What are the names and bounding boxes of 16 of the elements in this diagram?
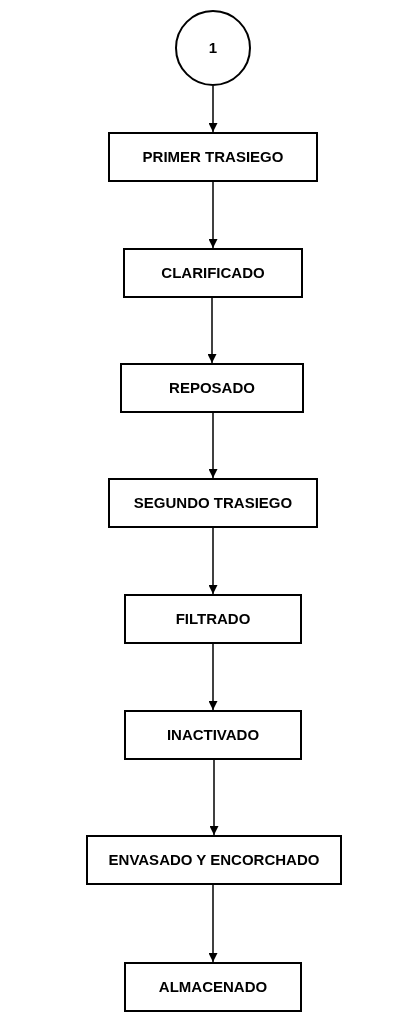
arrow — [207, 297, 217, 364]
arrow — [208, 181, 218, 249]
process-box: ENVASADO Y ENCORCHADO — [86, 835, 342, 885]
process-box: CLARIFICADO — [123, 248, 303, 298]
arrow — [208, 884, 218, 963]
process-box: SEGUNDO TRASIEGO — [108, 478, 318, 528]
process-box: INACTIVADO — [124, 710, 302, 760]
arrow — [209, 759, 219, 836]
process-box: PRIMER TRASIEGO — [108, 132, 318, 182]
process-box: FILTRADO — [124, 594, 302, 644]
arrow — [208, 412, 218, 479]
arrow — [208, 527, 218, 595]
arrow — [208, 85, 218, 133]
arrow — [208, 643, 218, 711]
process-box: ALMACENADO — [124, 962, 302, 1012]
process-box: REPOSADO — [120, 363, 304, 413]
